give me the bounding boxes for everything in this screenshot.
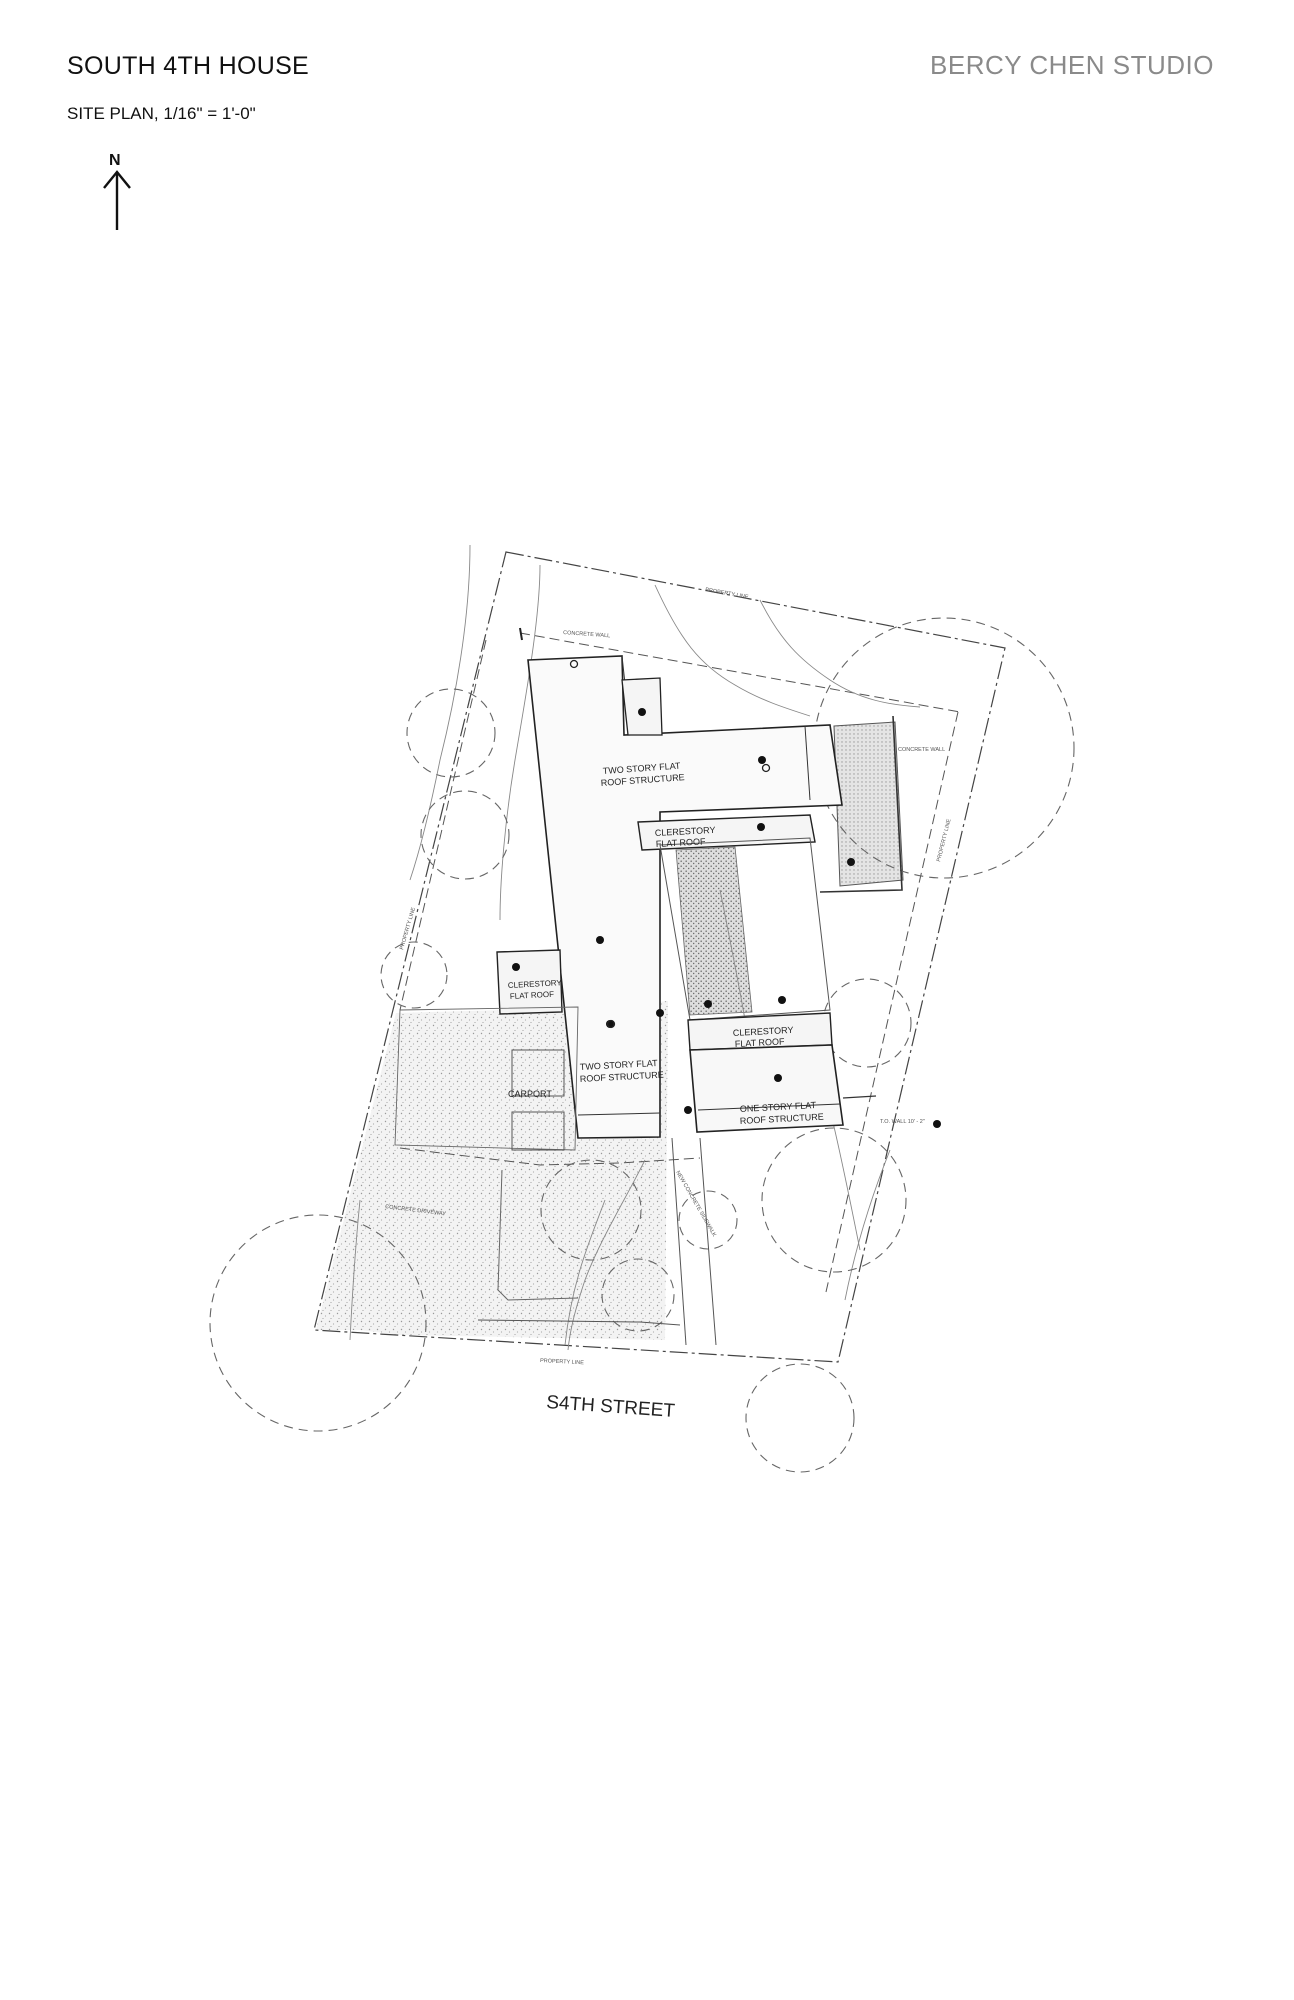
note-property-line-bottom: PROPERTY LINE [540, 1358, 584, 1366]
carport-structure [394, 1006, 579, 1151]
drain-icon [606, 1019, 616, 1029]
property-line [313, 551, 1006, 1363]
spot-elevation-icon [704, 1000, 712, 1008]
courtyard-gravel [675, 846, 753, 1016]
deck-area [833, 721, 904, 887]
note-property-line-top: PROPERTY LINE [705, 587, 750, 601]
spot-elevation-icon [512, 963, 520, 971]
label-clerestory-right-1: CLERESTORY [733, 1025, 794, 1038]
label-two-story-south-2: ROOF STRUCTURE [580, 1070, 664, 1084]
spot-elevation-icon [757, 823, 765, 831]
tree [761, 1127, 907, 1273]
studio-name: BERCY CHEN STUDIO [930, 50, 1214, 80]
label-two-story-south-1: TWO STORY FLAT [580, 1058, 659, 1072]
label-one-story-2: ROOF STRUCTURE [740, 1112, 824, 1126]
one-story-roof [689, 1044, 844, 1133]
one-story-inner-line [697, 1103, 841, 1111]
concrete-wall-east [819, 715, 903, 893]
tree [745, 1363, 855, 1473]
car-outline-2 [511, 1111, 565, 1151]
label-one-story-1: ONE STORY FLAT [740, 1100, 817, 1114]
small-flat-roof-north [621, 677, 663, 736]
label-clerestory-right-2: FLAT ROOF [735, 1036, 786, 1049]
setback-line-west [399, 639, 487, 1011]
spot-elevation-icon [774, 1074, 782, 1082]
car-outline-1 [511, 1049, 565, 1097]
spot-elevation-icon [933, 1120, 941, 1128]
tw-wall-line [842, 1095, 877, 1099]
east-wing-inner-line [804, 725, 811, 801]
spot-elevation-icon [684, 1106, 692, 1114]
note-tw-wall: T.O. WALL 10' - 2" [880, 1119, 925, 1125]
setback-line-south [399, 1147, 701, 1166]
note-property-line-right: PROPERTY LINE [936, 818, 953, 862]
note-new-sidewalk: NEW CONCRETE SIDEWALK [674, 1170, 717, 1238]
clerestory-top [637, 814, 816, 851]
page-title: SOUTH 4TH HOUSE [67, 52, 310, 80]
note-concrete-wall-right: CONCRETE WALL [898, 747, 945, 753]
north-arrow-label: N [109, 152, 121, 169]
tree [406, 688, 496, 778]
tree [540, 1159, 642, 1261]
spot-elevation-icon [778, 996, 786, 1004]
drain-icon [761, 763, 771, 773]
label-clerestory-top-1: CLERESTORY [655, 825, 716, 838]
label-clerestory-left-1: CLERESTORY [508, 978, 563, 990]
tree [420, 790, 510, 880]
tree [601, 1258, 675, 1332]
label-clerestory-left-2: FLAT ROOF [510, 990, 555, 1001]
tree [822, 978, 912, 1068]
curb-line [477, 1319, 681, 1326]
concrete-wall-north [519, 627, 523, 641]
sidewalk-line-2 [699, 1137, 717, 1346]
label-carport: CARPORT [508, 1089, 552, 1099]
spot-elevation-icon [596, 936, 604, 944]
spot-elevation-icon [847, 858, 855, 866]
spot-elevation-icon [656, 1009, 664, 1017]
tree [209, 1214, 427, 1432]
drain-markers [569, 659, 771, 1029]
north-arrow-icon [103, 170, 131, 230]
driveway-edge [497, 1169, 579, 1301]
tree [678, 1190, 738, 1250]
spot-elevation-icon [758, 756, 766, 764]
setback-line-east [825, 711, 959, 1293]
spot-elevation-icon [638, 708, 646, 716]
note-property-line-left: PROPERTY LINE [399, 906, 417, 950]
drain-icon [569, 659, 579, 669]
south-wing-end-line [577, 1112, 661, 1116]
drawing-scale: SITE PLAN, 1/16" = 1'-0" [67, 104, 256, 123]
label-street: S4TH STREET [546, 1392, 676, 1422]
tree [380, 941, 448, 1009]
north-arrow: N [100, 152, 136, 232]
label-clerestory-top-2: FLAT ROOF [656, 836, 707, 849]
courtyard-outline [659, 837, 831, 1021]
sidewalk-line-1 [671, 1137, 687, 1346]
note-concrete-wall-top: CONCRETE WALL [563, 630, 610, 639]
